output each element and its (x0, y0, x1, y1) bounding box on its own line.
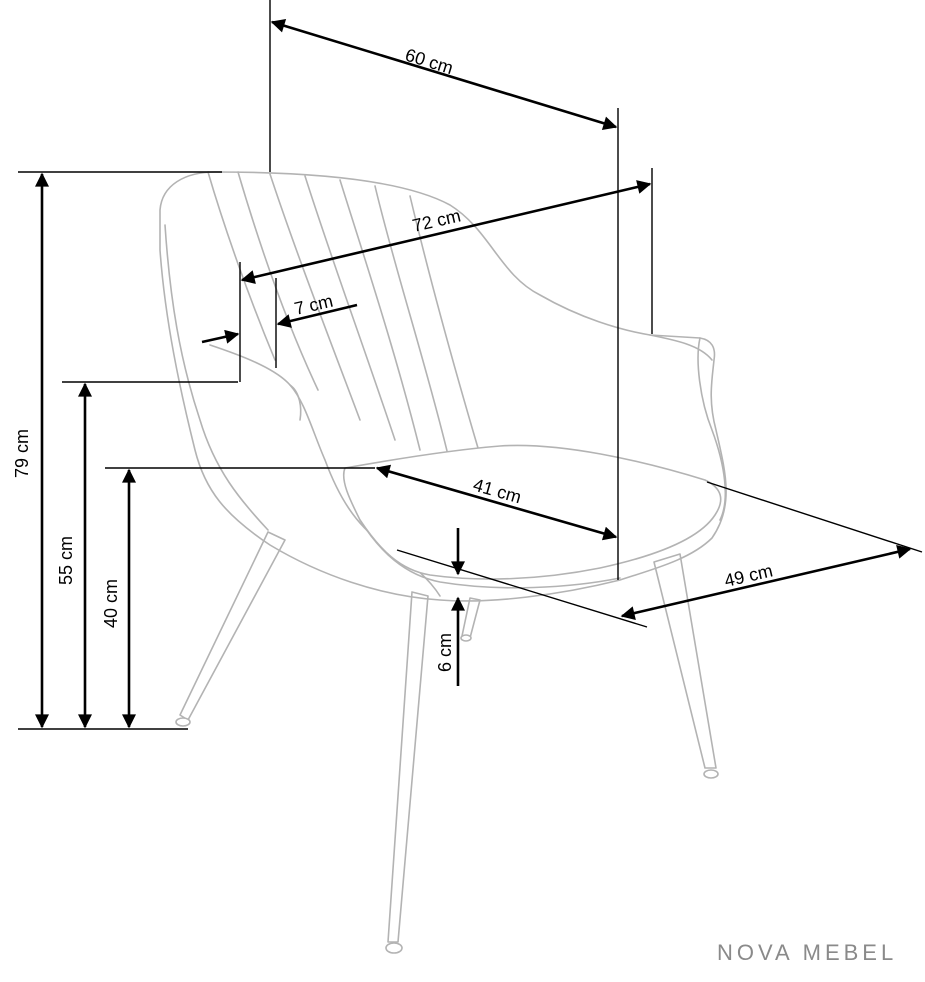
label-72cm: 72 cm (410, 205, 462, 236)
label-79cm: 79 cm (12, 429, 32, 478)
label-55cm: 55 cm (56, 536, 76, 585)
label-6cm: 6 cm (435, 633, 455, 672)
dim-arrow-41cm (375, 464, 618, 541)
dimension-lines (18, 0, 923, 730)
label-7cm: 7 cm (292, 291, 335, 319)
brand-logo-text: NOVA MEBEL (717, 940, 897, 965)
dim-arrow-72cm (240, 180, 652, 284)
chair-legs (175, 531, 719, 954)
label-40cm: 40 cm (101, 579, 121, 628)
dim-arrow-7cm (276, 303, 358, 328)
chair-drawing (159, 171, 727, 954)
dim-arrow-60cm (270, 18, 618, 131)
chair-right-arm (649, 334, 713, 361)
dim-arrow-49cm (620, 545, 912, 620)
label-60cm: 60 cm (403, 45, 456, 78)
